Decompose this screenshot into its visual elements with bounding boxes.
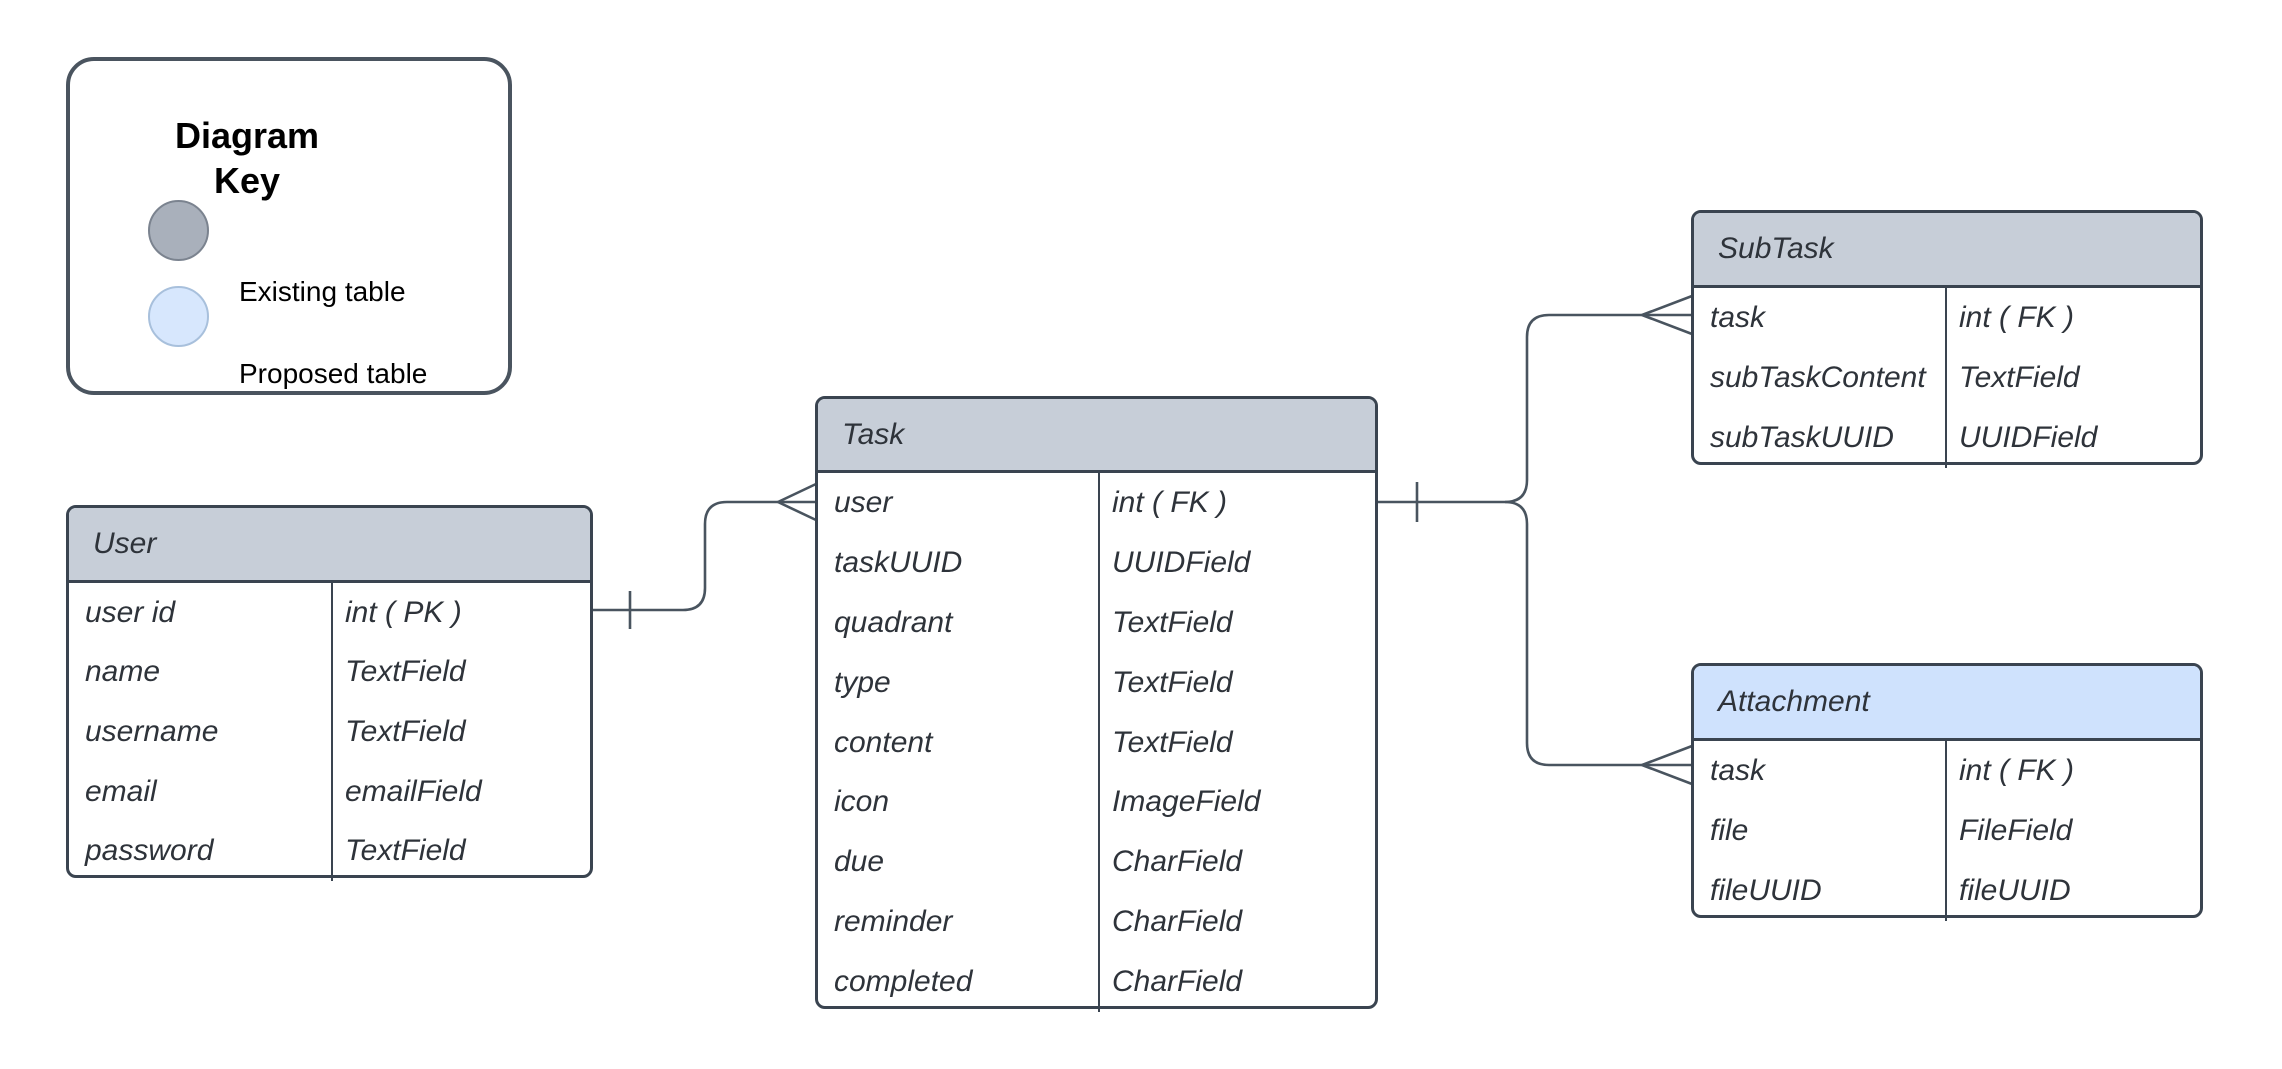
field-type: fileUUID [1959,874,2071,907]
field-name: fileUUID [1710,874,1822,907]
field-type: CharField [1112,905,1243,939]
field-name: due [834,845,885,879]
diagram-key-title-line1: Diagram [174,115,320,156]
diagram-key-title-line2: Key [213,160,281,201]
existing-table-label: Existing table [239,276,406,307]
field-type: CharField [1112,965,1243,999]
crow-foot-many-icon [1641,294,1693,336]
entity-table-user: User user id name username email passwor… [66,505,593,881]
field-column: user taskUUID quadrant type content icon… [818,473,1100,1013]
table-body: task file fileUUID int ( FK ) FileField … [1694,741,2200,921]
type-column: int ( FK ) TextField UUIDField [1947,288,2200,468]
field-type: int ( FK ) [1112,485,1228,519]
type-column: int ( FK ) FileField fileUUID [1947,741,2200,921]
field-name: username [85,714,219,748]
field-type: TextField [1112,605,1233,639]
field-type: int ( PK ) [345,595,462,629]
field-name: reminder [834,905,953,939]
table-title: SubTask [1718,232,1834,265]
field-type: FileField [1959,814,2073,847]
field-type: emailField [345,774,482,808]
connector-user-task [590,500,816,612]
entity-table-task: Task user taskUUID quadrant type content… [815,396,1378,1013]
field-type: TextField [345,834,466,868]
field-type: int ( FK ) [1959,301,2075,334]
table-header-user: User [69,508,590,583]
field-name: content [834,725,933,759]
field-type: ImageField [1112,785,1261,819]
type-column: int ( FK ) UUIDField TextField TextField… [1100,473,1375,1012]
table-body: user id name username email password int… [69,583,590,881]
field-name: icon [834,785,890,819]
field-name: file [1710,814,1749,847]
field-name: user [834,485,893,519]
field-type: UUIDField [1112,545,1251,579]
table-body: user taskUUID quadrant type content icon… [818,473,1375,1013]
field-name: completed [834,965,973,999]
entity-table-subtask: SubTask task subTaskContent subTaskUUID … [1691,210,2203,468]
field-name: email [85,774,157,808]
field-type: TextField [345,655,466,689]
crow-foot-many-icon [777,482,817,522]
field-name: task [1710,754,1766,787]
table-title: User [93,527,157,560]
proposed-table-swatch-icon [148,286,209,347]
field-name: taskUUID [834,545,963,579]
entity-table-attachment: Attachment task file fileUUID int ( FK )… [1691,663,2203,921]
field-name: name [85,655,161,689]
field-column: task file fileUUID [1694,741,1947,921]
field-type: TextField [1112,665,1233,699]
field-name: type [834,665,891,699]
field-type: UUIDField [1959,421,2098,454]
field-type: TextField [345,714,466,748]
field-type: int ( FK ) [1959,754,2075,787]
table-body: task subTaskContent subTaskUUID int ( FK… [1694,288,2200,468]
field-name: user id [85,595,176,629]
connector-task-attachment [1504,500,1692,767]
field-name: quadrant [834,605,953,639]
field-name: task [1710,301,1766,334]
connector-task-subtask [1378,313,1692,504]
field-type: CharField [1112,845,1243,879]
table-header-task: Task [818,399,1375,473]
table-title: Task [842,417,905,451]
field-name: subTaskUUID [1710,421,1894,454]
field-column: task subTaskContent subTaskUUID [1694,288,1947,468]
field-name: subTaskContent [1710,361,1926,394]
diagram-key-box: Diagram Key Existing table Proposed tabl… [66,57,512,395]
type-column: int ( PK ) TextField TextField emailFiel… [333,583,590,881]
diagram-key-title: Diagram Key [70,113,424,203]
field-column: user id name username email password [69,583,333,881]
proposed-table-label: Proposed table [239,358,428,389]
table-header-subtask: SubTask [1694,213,2200,288]
crow-foot-many-icon [1641,744,1693,786]
field-type: TextField [1112,725,1233,759]
field-type: TextField [1959,361,2080,394]
table-header-attachment: Attachment [1694,666,2200,741]
field-name: password [85,834,214,868]
existing-table-swatch-icon [148,200,209,261]
table-title: Attachment [1718,685,1870,718]
